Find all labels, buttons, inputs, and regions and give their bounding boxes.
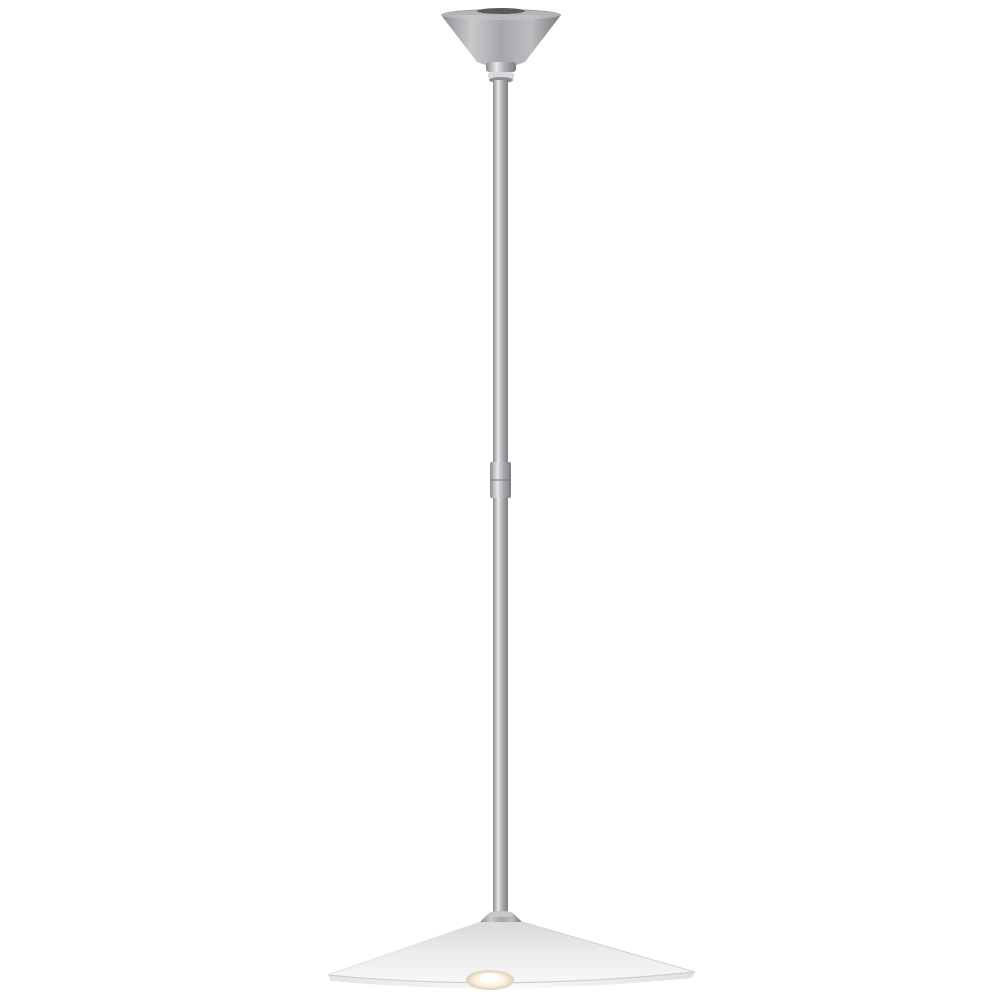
- bulb: [466, 970, 514, 990]
- pendant-shade: [327, 921, 696, 989]
- lower-rod: [493, 498, 508, 916]
- upper-rod: [493, 80, 508, 464]
- shade-cap: [480, 911, 522, 922]
- rod-coupling: [490, 462, 511, 498]
- canopy-collar: [486, 62, 516, 83]
- ceiling-canopy: [441, 8, 561, 67]
